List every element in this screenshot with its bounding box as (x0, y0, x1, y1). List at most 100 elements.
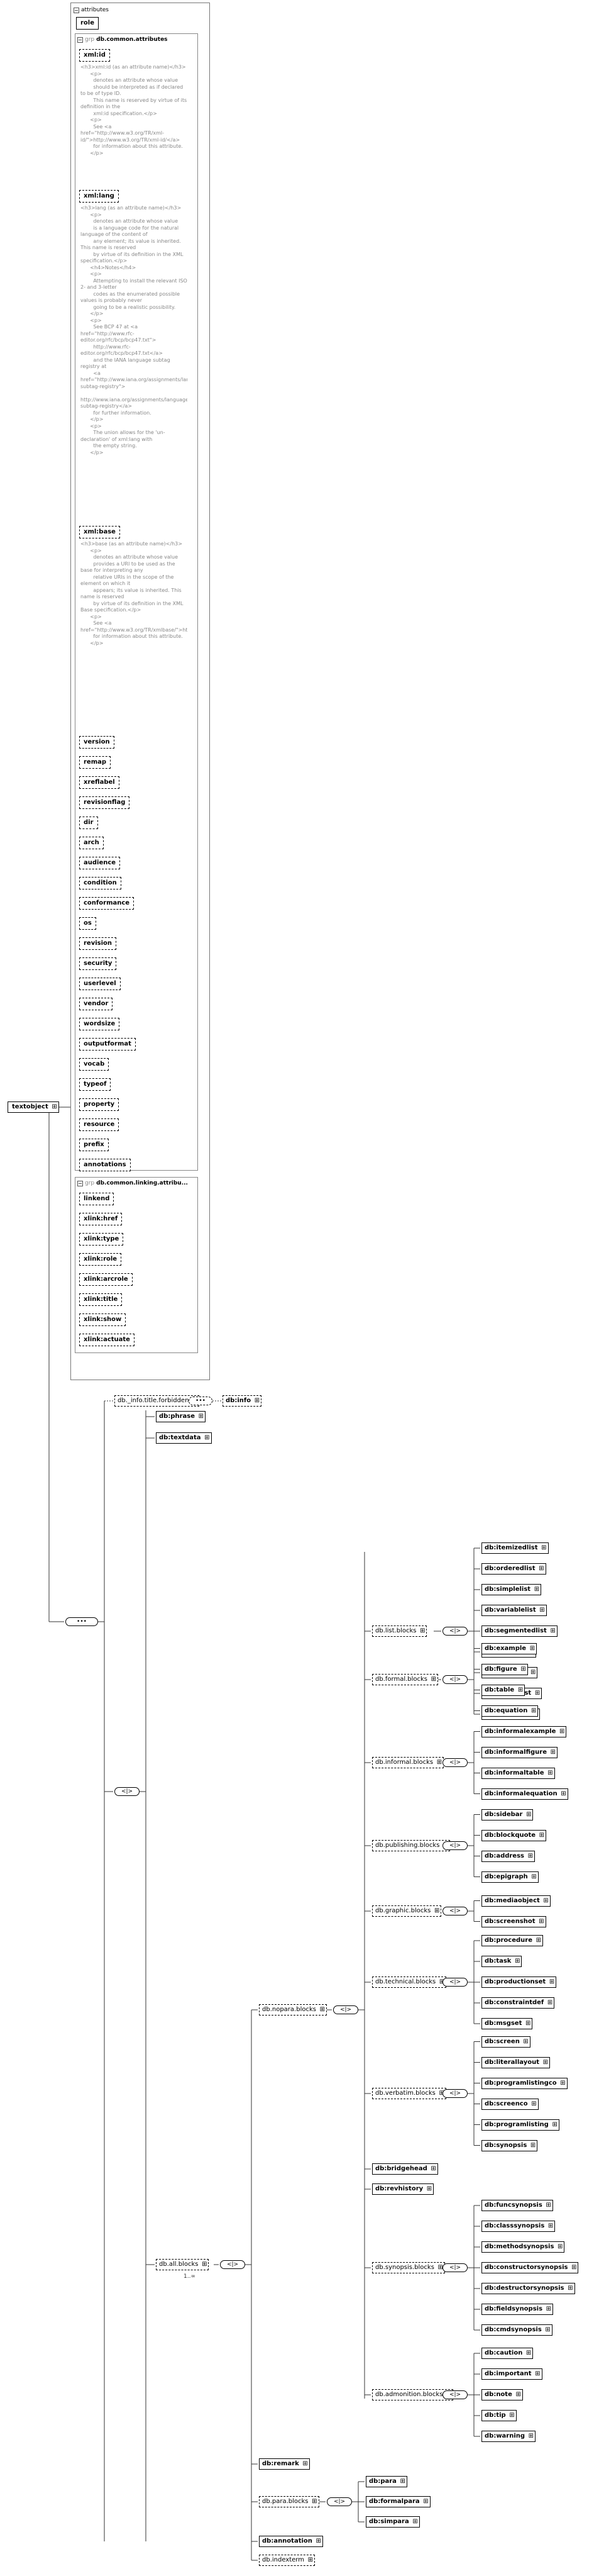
block-group-choice-4[interactable]: <|> (442, 1907, 468, 1915)
element-db-segmentedlist[interactable]: db:segmentedlist (481, 1625, 558, 1637)
element-db-table[interactable]: db:table (481, 1684, 525, 1696)
attribute-userlevel[interactable]: userlevel (79, 978, 121, 990)
element-db-funcsynopsis[interactable]: db:funcsynopsis (481, 2200, 553, 2211)
element-db-informalexample[interactable]: db:informalexample (481, 1726, 567, 1737)
element-db-epigraph[interactable]: db:epigraph (481, 1871, 539, 1883)
group-db-para-blocks[interactable]: db.para.blocks (259, 2496, 319, 2507)
attribute-xlink-role[interactable]: xlink:role (79, 1253, 122, 1266)
attribute-annotations[interactable]: annotations (79, 1159, 131, 1171)
attribute-xlink-actuate[interactable]: xlink:actuate (79, 1334, 135, 1346)
attribute-revision[interactable]: revision (79, 937, 117, 950)
element-db-caution[interactable]: db:caution (481, 2348, 534, 2359)
block-group-choice-8[interactable]: <|> (442, 2390, 468, 2399)
element-db-literallayout[interactable]: db:literallayout (481, 2056, 550, 2068)
attribute-xml-base[interactable]: xml:base (79, 526, 120, 538)
attribute-xlink-arcrole[interactable]: xlink:arcrole (79, 1273, 133, 1286)
attribute-linkend[interactable]: linkend (79, 1193, 114, 1205)
element-db-tip[interactable]: db:tip (481, 2410, 517, 2421)
element-db-synopsis[interactable]: db:synopsis (481, 2139, 538, 2151)
group-db-list-blocks[interactable]: db.list.blocks (372, 1625, 427, 1637)
element-db-sidebar[interactable]: db:sidebar (481, 1809, 534, 1820)
element-db-screenshot[interactable]: db:screenshot (481, 1915, 546, 1927)
element-db-screen[interactable]: db:screen (481, 2036, 530, 2048)
attribute-os[interactable]: os (79, 917, 96, 930)
element-db-informalequation[interactable]: db:informalequation (481, 1788, 568, 1800)
attribute-prefix[interactable]: prefix (79, 1139, 109, 1151)
element-db-note[interactable]: db:note (481, 2389, 523, 2400)
attribute-dir[interactable]: dir (79, 817, 98, 829)
element-db-itemizedlist[interactable]: db:itemizedlist (481, 1542, 549, 1554)
element-db-methodsynopsis[interactable]: db:methodsynopsis (481, 2241, 565, 2253)
group-db-informal-blocks[interactable]: db.informal.blocks (372, 1757, 444, 1768)
attribute-xlink-show[interactable]: xlink:show (79, 1313, 126, 1326)
group-db-admonition-blocks[interactable]: db.admonition.blocks (372, 2389, 454, 2400)
element-db-warning[interactable]: db:warning (481, 2431, 536, 2442)
info-sequence-compositor[interactable]: ••• (189, 1397, 212, 1405)
main-choice-compositor[interactable]: <|> (114, 1787, 140, 1796)
element-db-formalpara[interactable]: db:formalpara (366, 2496, 431, 2507)
element-db-textdata[interactable]: db:textdata (156, 1432, 212, 1444)
all-blocks-choice-compositor[interactable]: <|> (220, 2260, 245, 2269)
group-db-formal-blocks[interactable]: db.formal.blocks (372, 1674, 439, 1685)
element-db-programlistingco[interactable]: db:programlistingco (481, 2077, 568, 2089)
element-db-remark[interactable]: db:remark (259, 2458, 310, 2470)
group-db-all-blocks[interactable]: db.all.blocks (156, 2259, 209, 2270)
attribute-xlink-type[interactable]: xlink:type (79, 1233, 124, 1246)
block-group-choice-3[interactable]: <|> (442, 1841, 468, 1850)
element-db-address[interactable]: db:address (481, 1850, 535, 1862)
element-db-info[interactable]: db:info (223, 1395, 262, 1407)
group-db-publishing-blocks[interactable]: db.publishing.blocks (372, 1840, 451, 1851)
element-db-orderedlist[interactable]: db:orderedlist (481, 1563, 546, 1575)
attribute-audience[interactable]: audience (79, 857, 121, 869)
root-element-textobject[interactable]: textobject (8, 1101, 59, 1113)
element-db-msgset[interactable]: db:msgset (481, 2018, 533, 2029)
block-group-choice-0[interactable]: <|> (442, 1627, 468, 1636)
element-db-revhistory[interactable]: db:revhistory (372, 2183, 434, 2195)
attribute-resource[interactable]: resource (79, 1118, 119, 1131)
attribute-revisionflag[interactable]: revisionflag (79, 796, 130, 809)
attribute-conformance[interactable]: conformance (79, 897, 135, 910)
element-db-classsynopsis[interactable]: db:classsynopsis (481, 2221, 556, 2232)
sequence-compositor[interactable]: ••• (65, 1617, 98, 1626)
attribute-arch[interactable]: arch (79, 837, 104, 849)
attribute-xreflabel[interactable]: xreflabel (79, 776, 119, 789)
attribute-remap[interactable]: remap (79, 756, 111, 769)
element-db-equation[interactable]: db:equation (481, 1705, 539, 1717)
attribute-role[interactable]: role (76, 17, 99, 30)
element-db-task[interactable]: db:task (481, 1956, 522, 1967)
element-db-bridgehead[interactable]: db:bridgehead (372, 2163, 438, 2175)
block-group-choice-2[interactable]: <|> (442, 1758, 468, 1767)
element-db-destructorsynopsis[interactable]: db:destructorsynopsis (481, 2283, 575, 2294)
block-group-choice-7[interactable]: <|> (442, 2263, 468, 2272)
element-db-variablelist[interactable]: db:variablelist (481, 1605, 547, 1616)
element-db-informalfigure[interactable]: db:informalfigure (481, 1746, 558, 1758)
attribute-typeof[interactable]: typeof (79, 1078, 111, 1091)
para-blocks-choice-compositor[interactable]: <|> (327, 2497, 352, 2506)
group-db-technical-blocks[interactable]: db.technical.blocks (372, 1977, 447, 1988)
group-db-info-title-forbidden[interactable]: db._info.title.forbidden (114, 1395, 200, 1407)
block-group-choice-5[interactable]: <|> (442, 1978, 468, 1987)
attribute-outputformat[interactable]: outputformat (79, 1038, 136, 1051)
element-db-mediaobject[interactable]: db:mediaobject (481, 1895, 551, 1907)
element-db-important[interactable]: db:important (481, 2368, 542, 2380)
attribute-xml-lang[interactable]: xml:lang (79, 190, 119, 203)
element-db-procedure[interactable]: db:procedure (481, 1935, 543, 1946)
group-db-verbatim-blocks[interactable]: db.verbatim.blocks (372, 2088, 446, 2099)
attribute-xml-id[interactable]: xml:id (79, 49, 110, 62)
attribute-vocab[interactable]: vocab (79, 1058, 109, 1071)
element-db-constraintdef[interactable]: db:constraintdef (481, 1997, 555, 2009)
element-db-example[interactable]: db:example (481, 1642, 537, 1654)
attribute-security[interactable]: security (79, 957, 117, 970)
attribute-xlink-href[interactable]: xlink:href (79, 1213, 123, 1225)
group-db-graphic-blocks[interactable]: db.graphic.blocks (372, 1905, 442, 1917)
element-db-productionset[interactable]: db:productionset (481, 1977, 557, 1988)
element-db-figure[interactable]: db:figure (481, 1663, 528, 1675)
attribute-wordsize[interactable]: wordsize (79, 1018, 120, 1030)
group-db-synopsis-blocks[interactable]: db.synopsis.blocks (372, 2262, 445, 2273)
nopara-choice-compositor[interactable]: <|> (333, 2005, 358, 2014)
element-db-constructorsynopsis[interactable]: db:constructorsynopsis (481, 2262, 579, 2273)
element-db-annotation[interactable]: db:annotation (259, 2536, 323, 2547)
group-db-nopara-blocks[interactable]: db.nopara.blocks (259, 2004, 327, 2016)
block-group-choice-1[interactable]: <|> (442, 1675, 468, 1684)
element-db-para[interactable]: db:para (366, 2476, 407, 2487)
